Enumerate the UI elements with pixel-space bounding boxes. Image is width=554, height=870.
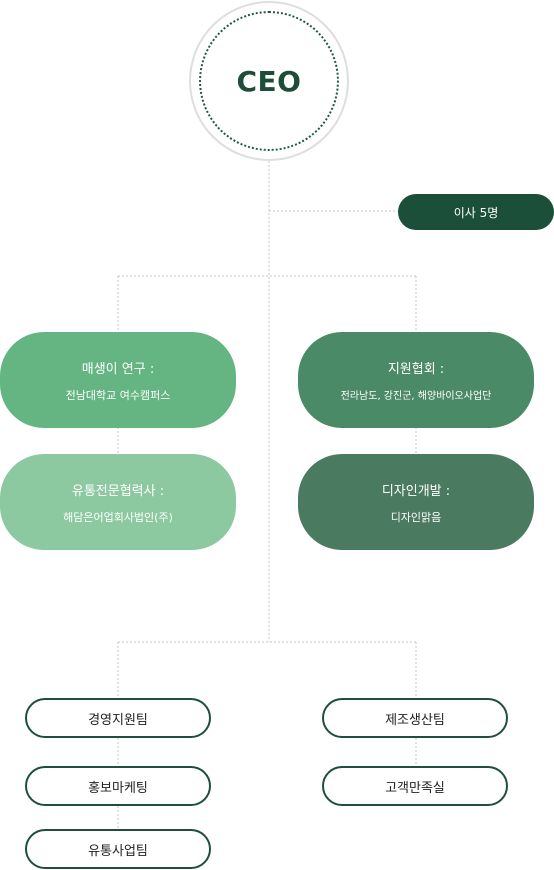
team-production: 제조생산팀 bbox=[322, 698, 508, 738]
directors-badge: 이사 5명 bbox=[398, 194, 554, 230]
org-support-association-subtitle: 전라남도, 강진군, 해양바이오사업단 bbox=[340, 391, 492, 402]
org-research: 매생이 연구 : 전남대학교 여수캠퍼스 bbox=[0, 332, 236, 428]
org-research-subtitle: 전남대학교 여수캠퍼스 bbox=[65, 388, 171, 402]
team-management-support: 경영지원팀 bbox=[25, 698, 211, 738]
team-distribution: 유통사업팀 bbox=[25, 829, 211, 869]
team-marketing: 홍보마케팅 bbox=[25, 766, 211, 806]
org-support-association-title: 지원협회 : bbox=[387, 362, 445, 377]
org-design-subtitle: 디자인맑음 bbox=[390, 510, 442, 524]
org-design-title: 디자인개발 : bbox=[381, 483, 451, 499]
team-customer-satisfaction: 고객만족실 bbox=[322, 766, 508, 806]
ceo-inner-ring: CEO bbox=[199, 11, 339, 151]
org-support-association: 지원협회 : 전라남도, 강진군, 해양바이오사업단 bbox=[298, 332, 534, 428]
org-distribution-partner-subtitle: 해담은어업회사법인(주) bbox=[63, 510, 173, 524]
ceo-node: CEO bbox=[189, 1, 349, 161]
org-distribution-partner: 유통전문협력사 : 해담은어업회사법인(주) bbox=[0, 454, 236, 550]
ceo-label: CEO bbox=[236, 64, 302, 98]
org-research-title: 매생이 연구 : bbox=[81, 361, 155, 377]
org-design: 디자인개발 : 디자인맑음 bbox=[298, 454, 534, 550]
org-distribution-partner-title: 유통전문협력사 : bbox=[71, 483, 165, 499]
